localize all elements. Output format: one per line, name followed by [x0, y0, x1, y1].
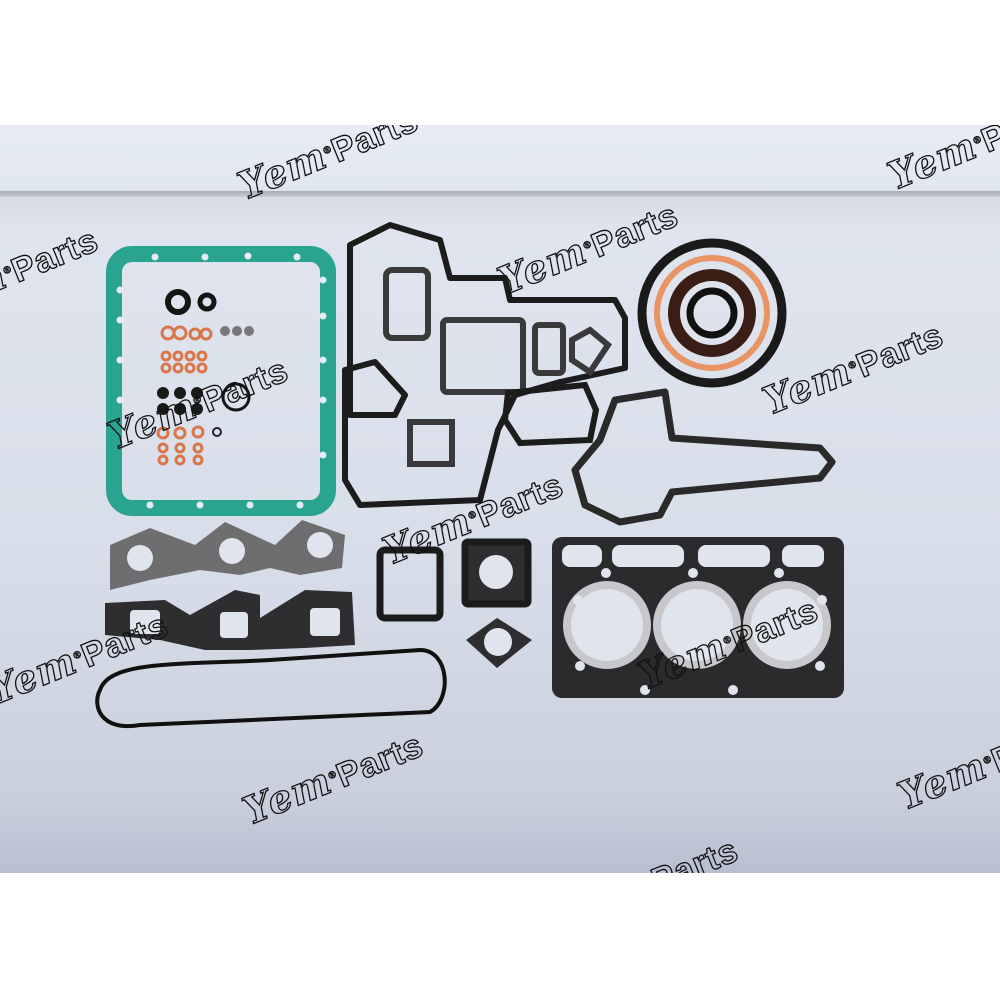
paper-fold [0, 191, 1000, 197]
oil-pan-gasket [106, 246, 336, 516]
cylinder-head-gasket [552, 537, 844, 698]
o-ring-set [156, 289, 254, 466]
valve-cover-gasket [95, 647, 447, 729]
water-pump-gasket [571, 388, 836, 526]
exhaust-manifold-gasket [110, 520, 345, 590]
product-photo: Yem®Parts Yem®Parts Yem®Parts Yem®Parts … [0, 125, 1000, 873]
intake-manifold-gasket [105, 590, 355, 650]
thermostat-gaskets [376, 538, 532, 668]
gasket-kit [95, 222, 844, 729]
small-gaskets [383, 267, 612, 467]
crank-seal-kit [637, 238, 787, 388]
